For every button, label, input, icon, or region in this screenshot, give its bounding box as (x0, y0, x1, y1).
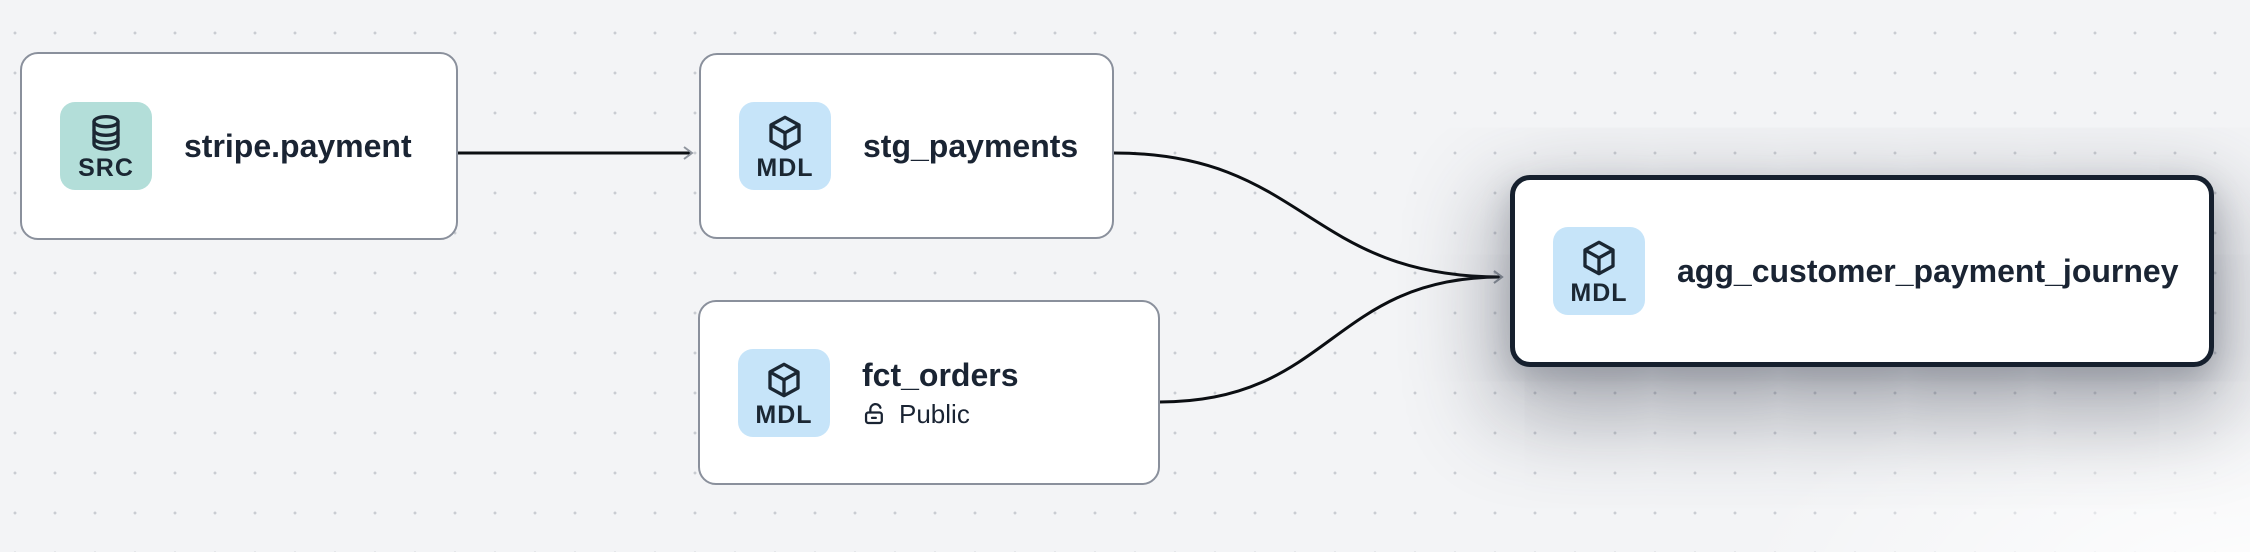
cube-icon (764, 360, 804, 400)
cube-icon (1579, 238, 1619, 278)
node-card-stripe_payment[interactable]: SRC stripe.payment (20, 52, 458, 240)
node-card-fct_orders[interactable]: MDL fct_orders Public (698, 300, 1160, 485)
node-title: stripe.payment (184, 127, 412, 164)
node-title: stg_payments (863, 127, 1079, 164)
node-access-label: Public (899, 399, 970, 430)
node-type-label: MDL (756, 154, 814, 182)
node-type-label: MDL (755, 400, 813, 429)
node-access-row: Public (862, 401, 1019, 428)
edge-stg_payments-to-agg_customer_payment_journey[interactable] (1113, 151, 1504, 284)
node-type-label: SRC (78, 154, 134, 182)
node-title: fct_orders (862, 357, 1019, 394)
node-card-agg_customer_payment_journey[interactable]: MDL agg_customer_payment_journey (1510, 175, 2214, 367)
node-type-badge: SRC (60, 102, 152, 190)
node-type-badge: MDL (1553, 227, 1645, 315)
node-type-label: MDL (1570, 279, 1628, 307)
cube-icon (765, 113, 805, 153)
node-type-badge: MDL (739, 102, 831, 190)
node-title: agg_customer_payment_journey (1677, 252, 2179, 289)
unlock-icon (862, 401, 889, 428)
node-card-stg_payments[interactable]: MDL stg_payments (699, 53, 1114, 239)
database-icon (86, 113, 126, 153)
node-type-badge: MDL (738, 348, 830, 437)
edge-fct_orders-to-agg_customer_payment_journey[interactable] (1159, 270, 1504, 404)
